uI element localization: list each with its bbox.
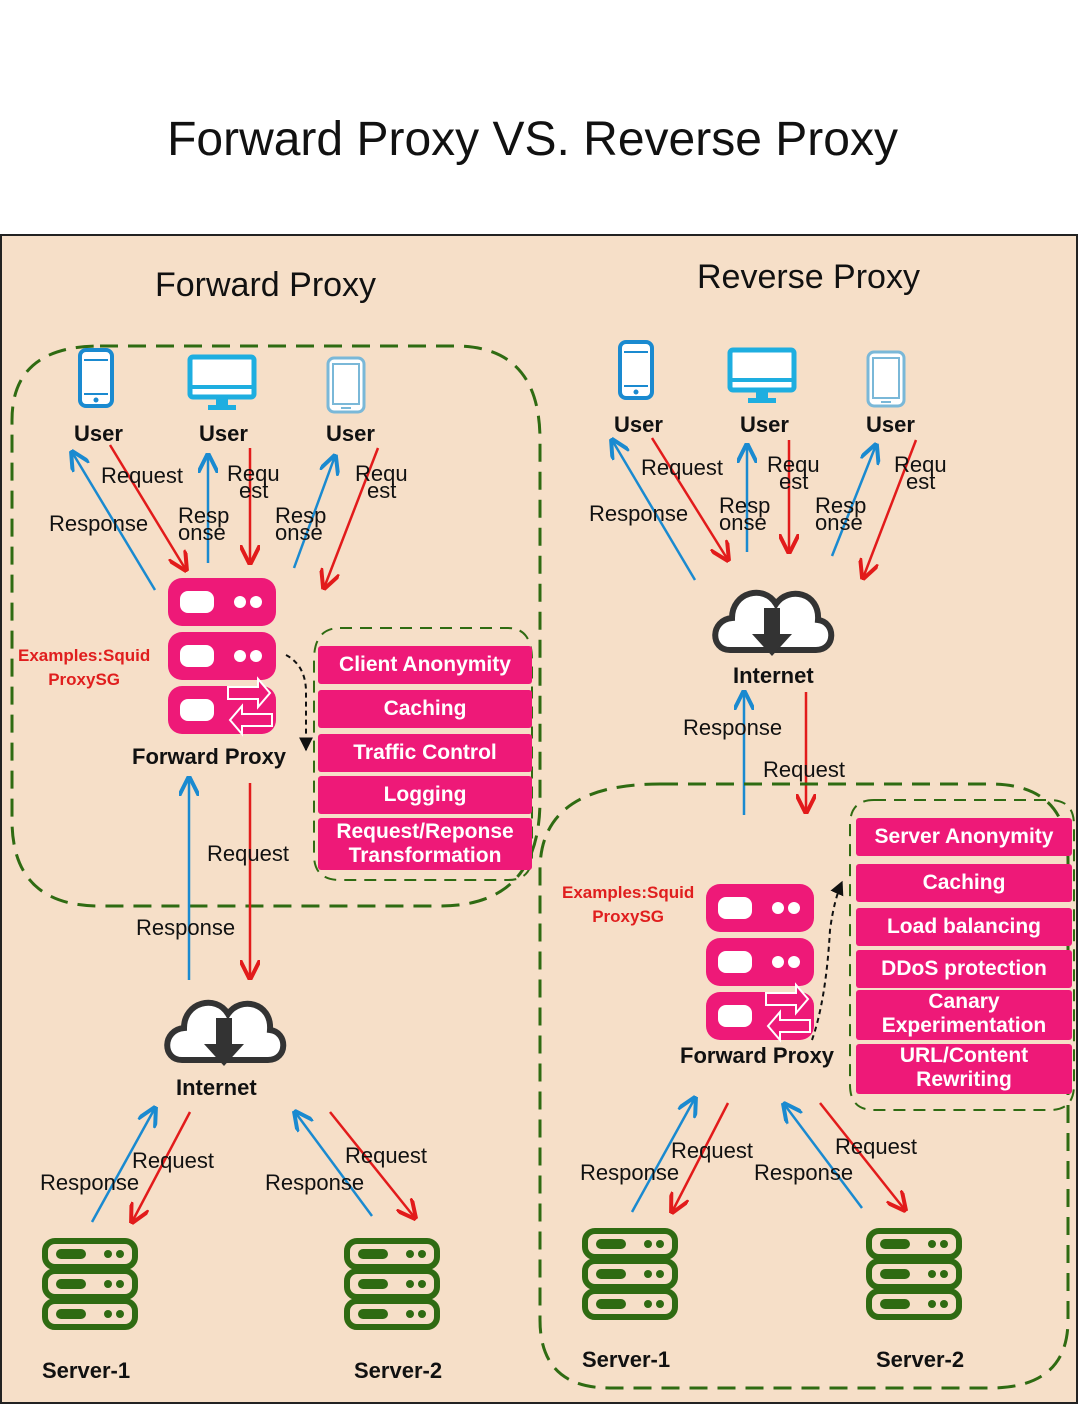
internet-label: Internet xyxy=(176,1075,257,1100)
arrow-label-request: Request xyxy=(207,841,289,866)
tablet-icon xyxy=(866,350,906,408)
page-title: Forward Proxy VS. Reverse Proxy xyxy=(167,113,898,166)
feature-client-anonymity: Client Anonymity xyxy=(318,646,532,684)
arrow-response xyxy=(784,1104,863,1209)
user-label: User xyxy=(74,421,123,446)
user-label: User xyxy=(326,421,375,446)
tablet-icon xyxy=(326,356,366,414)
internet-cloud-icon xyxy=(715,593,831,656)
phone-icon xyxy=(78,348,114,408)
arrow-label-response: Response xyxy=(580,1160,680,1185)
arrow-label-request: Request xyxy=(763,757,845,782)
internet-label: Internet xyxy=(733,663,814,688)
reverse-proxy-region xyxy=(538,782,1070,1390)
internet-cloud-icon xyxy=(167,1003,283,1066)
server-1-icon xyxy=(45,1241,135,1327)
arrow-label-request: Request xyxy=(671,1138,753,1163)
arrow-request xyxy=(819,1102,905,1210)
user-label: User xyxy=(740,412,789,437)
feature-server-anonymity: Server Anonymity xyxy=(856,818,1072,856)
server-label: Server-2 xyxy=(876,1347,965,1372)
arrow-response xyxy=(830,445,876,557)
arrow-label-request: Request xyxy=(101,463,183,488)
arrow-label-response: Response xyxy=(136,915,236,940)
forward-proxy-label: Forward Proxy xyxy=(132,744,287,769)
server-2-icon xyxy=(347,1241,437,1327)
feature-caching: Caching xyxy=(318,690,532,728)
reverse-proxy-label: Forward Proxy xyxy=(680,1043,835,1068)
forward-heading: Forward Proxy xyxy=(155,266,377,304)
arrow-request xyxy=(132,1111,192,1222)
server-1-icon xyxy=(585,1231,675,1317)
feature-caching: Caching xyxy=(856,864,1072,902)
arrow-response xyxy=(72,452,157,591)
arrow-label-request: Request xyxy=(641,455,723,480)
reverse-heading: Reverse Proxy xyxy=(697,258,920,296)
feature-logging: Logging xyxy=(318,776,532,814)
forward-proxy-region xyxy=(10,344,542,908)
arrow-request xyxy=(650,437,728,560)
arrow-request xyxy=(108,444,186,570)
arrow-label-response: Response xyxy=(683,715,783,740)
arrow-request xyxy=(329,1111,415,1218)
server-label: Server-2 xyxy=(354,1358,443,1383)
arrow-to-features xyxy=(811,880,844,1041)
user-label: User xyxy=(866,412,915,437)
feature-load-balancing: Load balancing xyxy=(856,908,1072,946)
arrow-label-response: Response xyxy=(49,511,149,536)
forward-proxy-server-icon xyxy=(167,577,277,735)
server-2-icon xyxy=(869,1231,959,1317)
arrow-label-request: Request xyxy=(132,1148,214,1173)
arrow-request xyxy=(324,447,380,588)
arrow-response xyxy=(90,1108,155,1223)
arrow-response xyxy=(295,1112,374,1217)
arrow-request xyxy=(672,1102,730,1212)
arrow-to-features xyxy=(285,654,313,752)
feature-traffic-control: Traffic Control xyxy=(318,734,532,772)
monitor-icon xyxy=(190,357,254,410)
arrow-response xyxy=(612,440,697,581)
arrow-response xyxy=(292,456,335,569)
server-label: Server-1 xyxy=(582,1347,671,1372)
arrow-request xyxy=(863,439,918,578)
reverse-proxy-server-icon xyxy=(705,883,815,1041)
user-label: User xyxy=(199,421,248,446)
arrow-label-response: Response xyxy=(589,501,689,526)
arrow-label-response: Response xyxy=(40,1170,140,1195)
monitor-icon xyxy=(730,350,794,403)
arrow-label-request: Request xyxy=(345,1143,427,1168)
feature-ddos-protection: DDoS protection xyxy=(856,950,1072,988)
phone-icon xyxy=(618,340,654,400)
user-label: User xyxy=(614,412,663,437)
server-label: Server-1 xyxy=(42,1358,131,1383)
arrow-label-request: Request xyxy=(835,1134,917,1159)
forward-feature-region xyxy=(313,627,533,881)
arrow-response xyxy=(630,1098,695,1213)
arrow-label-response: Response xyxy=(265,1170,365,1195)
arrow-label-response: Response xyxy=(754,1160,854,1185)
reverse-feature-region xyxy=(849,799,1075,1111)
